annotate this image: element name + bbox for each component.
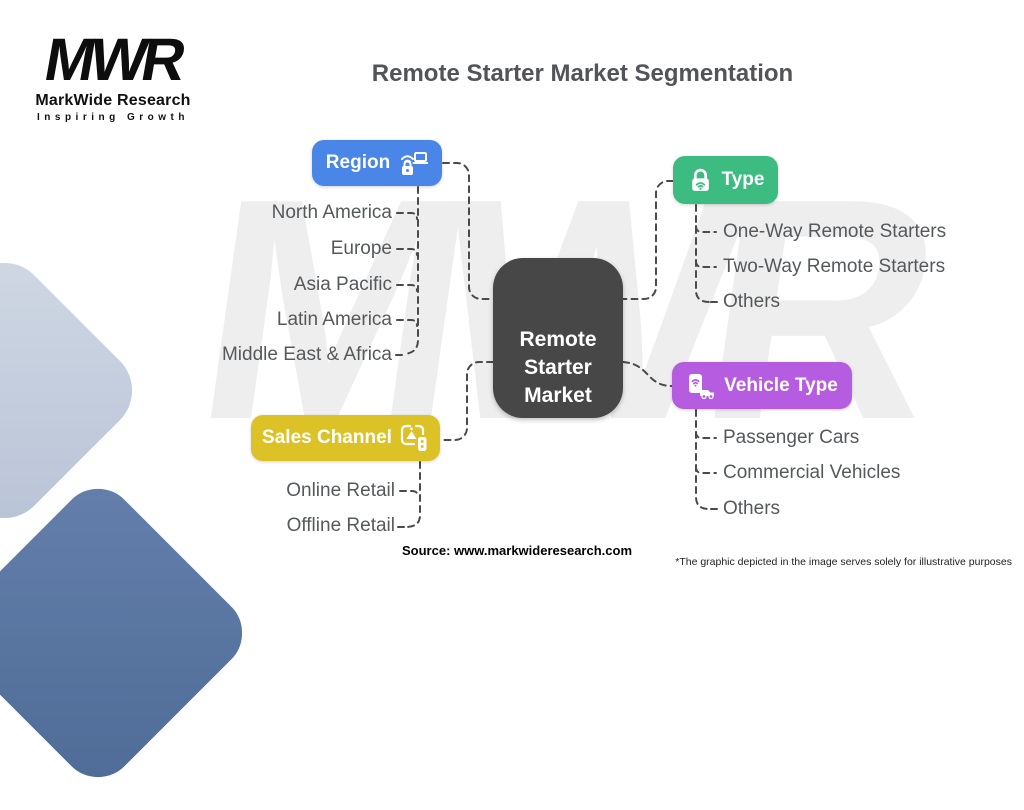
bracket-type-tick-2	[695, 260, 717, 268]
bracket-vehicle-tick-2	[695, 466, 717, 474]
source-text: Source: www.markwideresearch.com	[402, 543, 633, 558]
logo-tagline: Inspiring Growth	[37, 112, 189, 123]
center-node-remote-starter-market: Remote Starter Market	[493, 258, 623, 418]
wifi-padlock-icon	[691, 168, 709, 191]
list-item-region: Asia Pacific	[293, 274, 392, 295]
bracket-region-tick-1	[396, 212, 418, 220]
bracket-vehicle-tick-1	[695, 431, 717, 439]
connector-center-vehicle	[622, 361, 673, 387]
phone-vehicle-icon	[689, 373, 715, 399]
markwide-logo: MWR MarkWide Research Inspiring Growth	[28, 26, 198, 123]
bracket-vehicle	[695, 409, 710, 510]
logo-name: MarkWide Research	[35, 92, 191, 109]
connector-type-center	[622, 180, 674, 300]
list-item-type: Two-Way Remote Starters	[723, 256, 946, 277]
bracket-region-tick-2	[396, 248, 418, 256]
bracket-type	[695, 204, 710, 303]
branch-node-region: Region	[312, 140, 442, 186]
list-item-region: Europe	[330, 238, 392, 259]
connector-region-center	[442, 162, 494, 300]
page-title: Remote Starter Market Segmentation	[371, 60, 794, 87]
car-alarm-remote-icon	[400, 424, 427, 451]
list-item-sales-channel: Online Retail	[286, 480, 395, 501]
bracket-type-tick-1	[695, 225, 717, 233]
connector-lines	[395, 162, 718, 528]
list-item-vehicle-type: Commercial Vehicles	[723, 462, 901, 483]
list-item-region: North America	[271, 202, 392, 223]
list-item-vehicle-type: Others	[723, 498, 781, 519]
bracket-region-tick-3	[396, 284, 418, 292]
list-item-type: Others	[723, 291, 781, 312]
branch-node-vehicle-type: Vehicle Type	[672, 362, 852, 409]
list-item-region: Latin America	[276, 309, 392, 330]
branch-node-type: Type	[673, 156, 778, 204]
branch-node-sales-channel: Sales Channel	[251, 415, 440, 461]
logo-acronym: MWR	[39, 26, 187, 93]
branch-node-sales-channel-label: Sales Channel	[262, 427, 392, 448]
list-item-sales-channel: Offline Retail	[286, 515, 395, 536]
branch-node-type-label: Type	[721, 169, 765, 190]
list-item-region: Middle East & Africa	[221, 344, 392, 365]
disclaimer-text: *The graphic depicted in the image serve…	[675, 556, 1012, 568]
branch-node-vehicle-type-label: Vehicle Type	[724, 374, 838, 396]
bracket-sales	[405, 461, 421, 528]
bracket-sales-tick-1	[399, 490, 419, 498]
bracket-region-tick-4	[396, 319, 418, 327]
connector-center-sales	[441, 361, 494, 441]
list-item-type: One-Way Remote Starters	[723, 221, 947, 242]
list-item-vehicle-type: Passenger Cars	[723, 427, 860, 448]
remote-lock-laptop-icon	[401, 151, 429, 175]
branch-node-region-label: Region	[325, 152, 391, 173]
center-node-label: Remote Starter Market	[519, 328, 597, 407]
